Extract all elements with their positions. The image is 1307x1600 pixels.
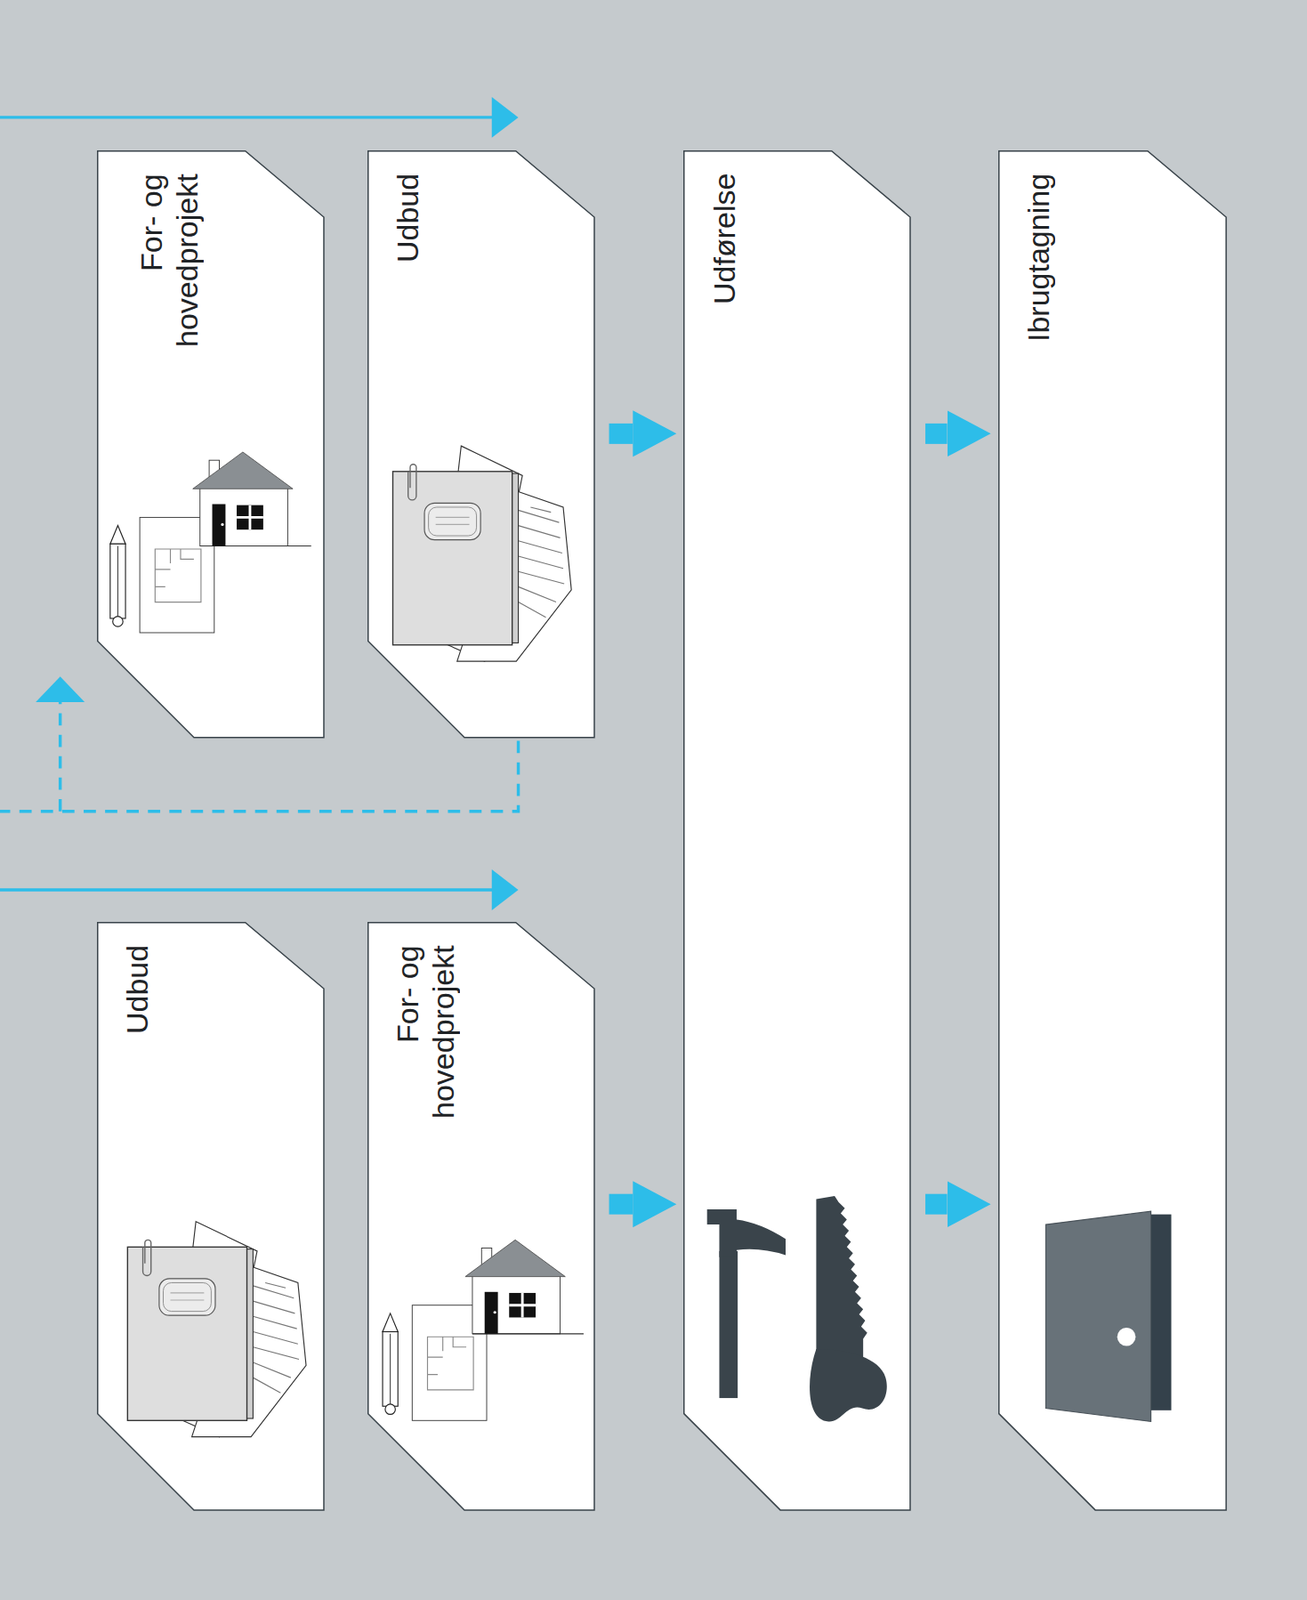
flow-arrow <box>925 1194 947 1215</box>
phase-box-shape <box>368 921 595 1509</box>
phase-label-group: Udbud <box>119 944 155 1177</box>
phase-label: Ibrugtagning <box>1020 173 1057 405</box>
phase-label-group: Udbud <box>389 173 426 405</box>
phase-box-shape <box>998 150 1226 1509</box>
phase-label-group: For- og hovedprojekt <box>389 944 461 1177</box>
dashed-feedback-branch <box>58 700 62 812</box>
phase-box-shape <box>97 921 324 1509</box>
phase-box-shape <box>684 150 911 1509</box>
phase-box: Ibrugtagning <box>998 150 1227 1511</box>
phase-box: For- og hovedprojekt <box>96 150 325 739</box>
flow-arrow <box>925 423 947 444</box>
phase-label: For- og hovedprojekt <box>389 944 461 1177</box>
phase-label: Udbud <box>119 944 155 1177</box>
phase-label-group: For- og hovedprojekt <box>133 173 205 405</box>
phase-arrowhead <box>492 869 519 911</box>
phase-box-outline <box>998 150 1227 1511</box>
phase-label: Udførelse <box>706 173 743 405</box>
phase-box-shape <box>368 150 595 737</box>
phase-box-shape <box>97 150 324 737</box>
phase-box: For- og hovedprojekt <box>367 921 596 1511</box>
phase-label: For- og hovedprojekt <box>133 173 205 405</box>
phase-arrowhead <box>492 96 519 138</box>
phase-box: Udbud <box>96 921 325 1511</box>
phase-label-group: Udførelse <box>706 173 743 405</box>
phase-box: Udbud <box>367 150 596 739</box>
flow-arrow <box>609 423 634 444</box>
phase-label-group: Ibrugtagning <box>1020 173 1057 405</box>
phase-box-outline <box>683 150 912 1511</box>
flow-arrow <box>609 1194 634 1215</box>
phase-line <box>0 887 494 891</box>
phase-line <box>0 115 494 119</box>
dashed-feedback-line <box>0 741 519 812</box>
dashed-arrowhead <box>35 676 85 702</box>
phase-box-outline <box>96 150 325 739</box>
phase-label: Udbud <box>389 173 426 405</box>
phase-box: Udførelse <box>683 150 912 1511</box>
